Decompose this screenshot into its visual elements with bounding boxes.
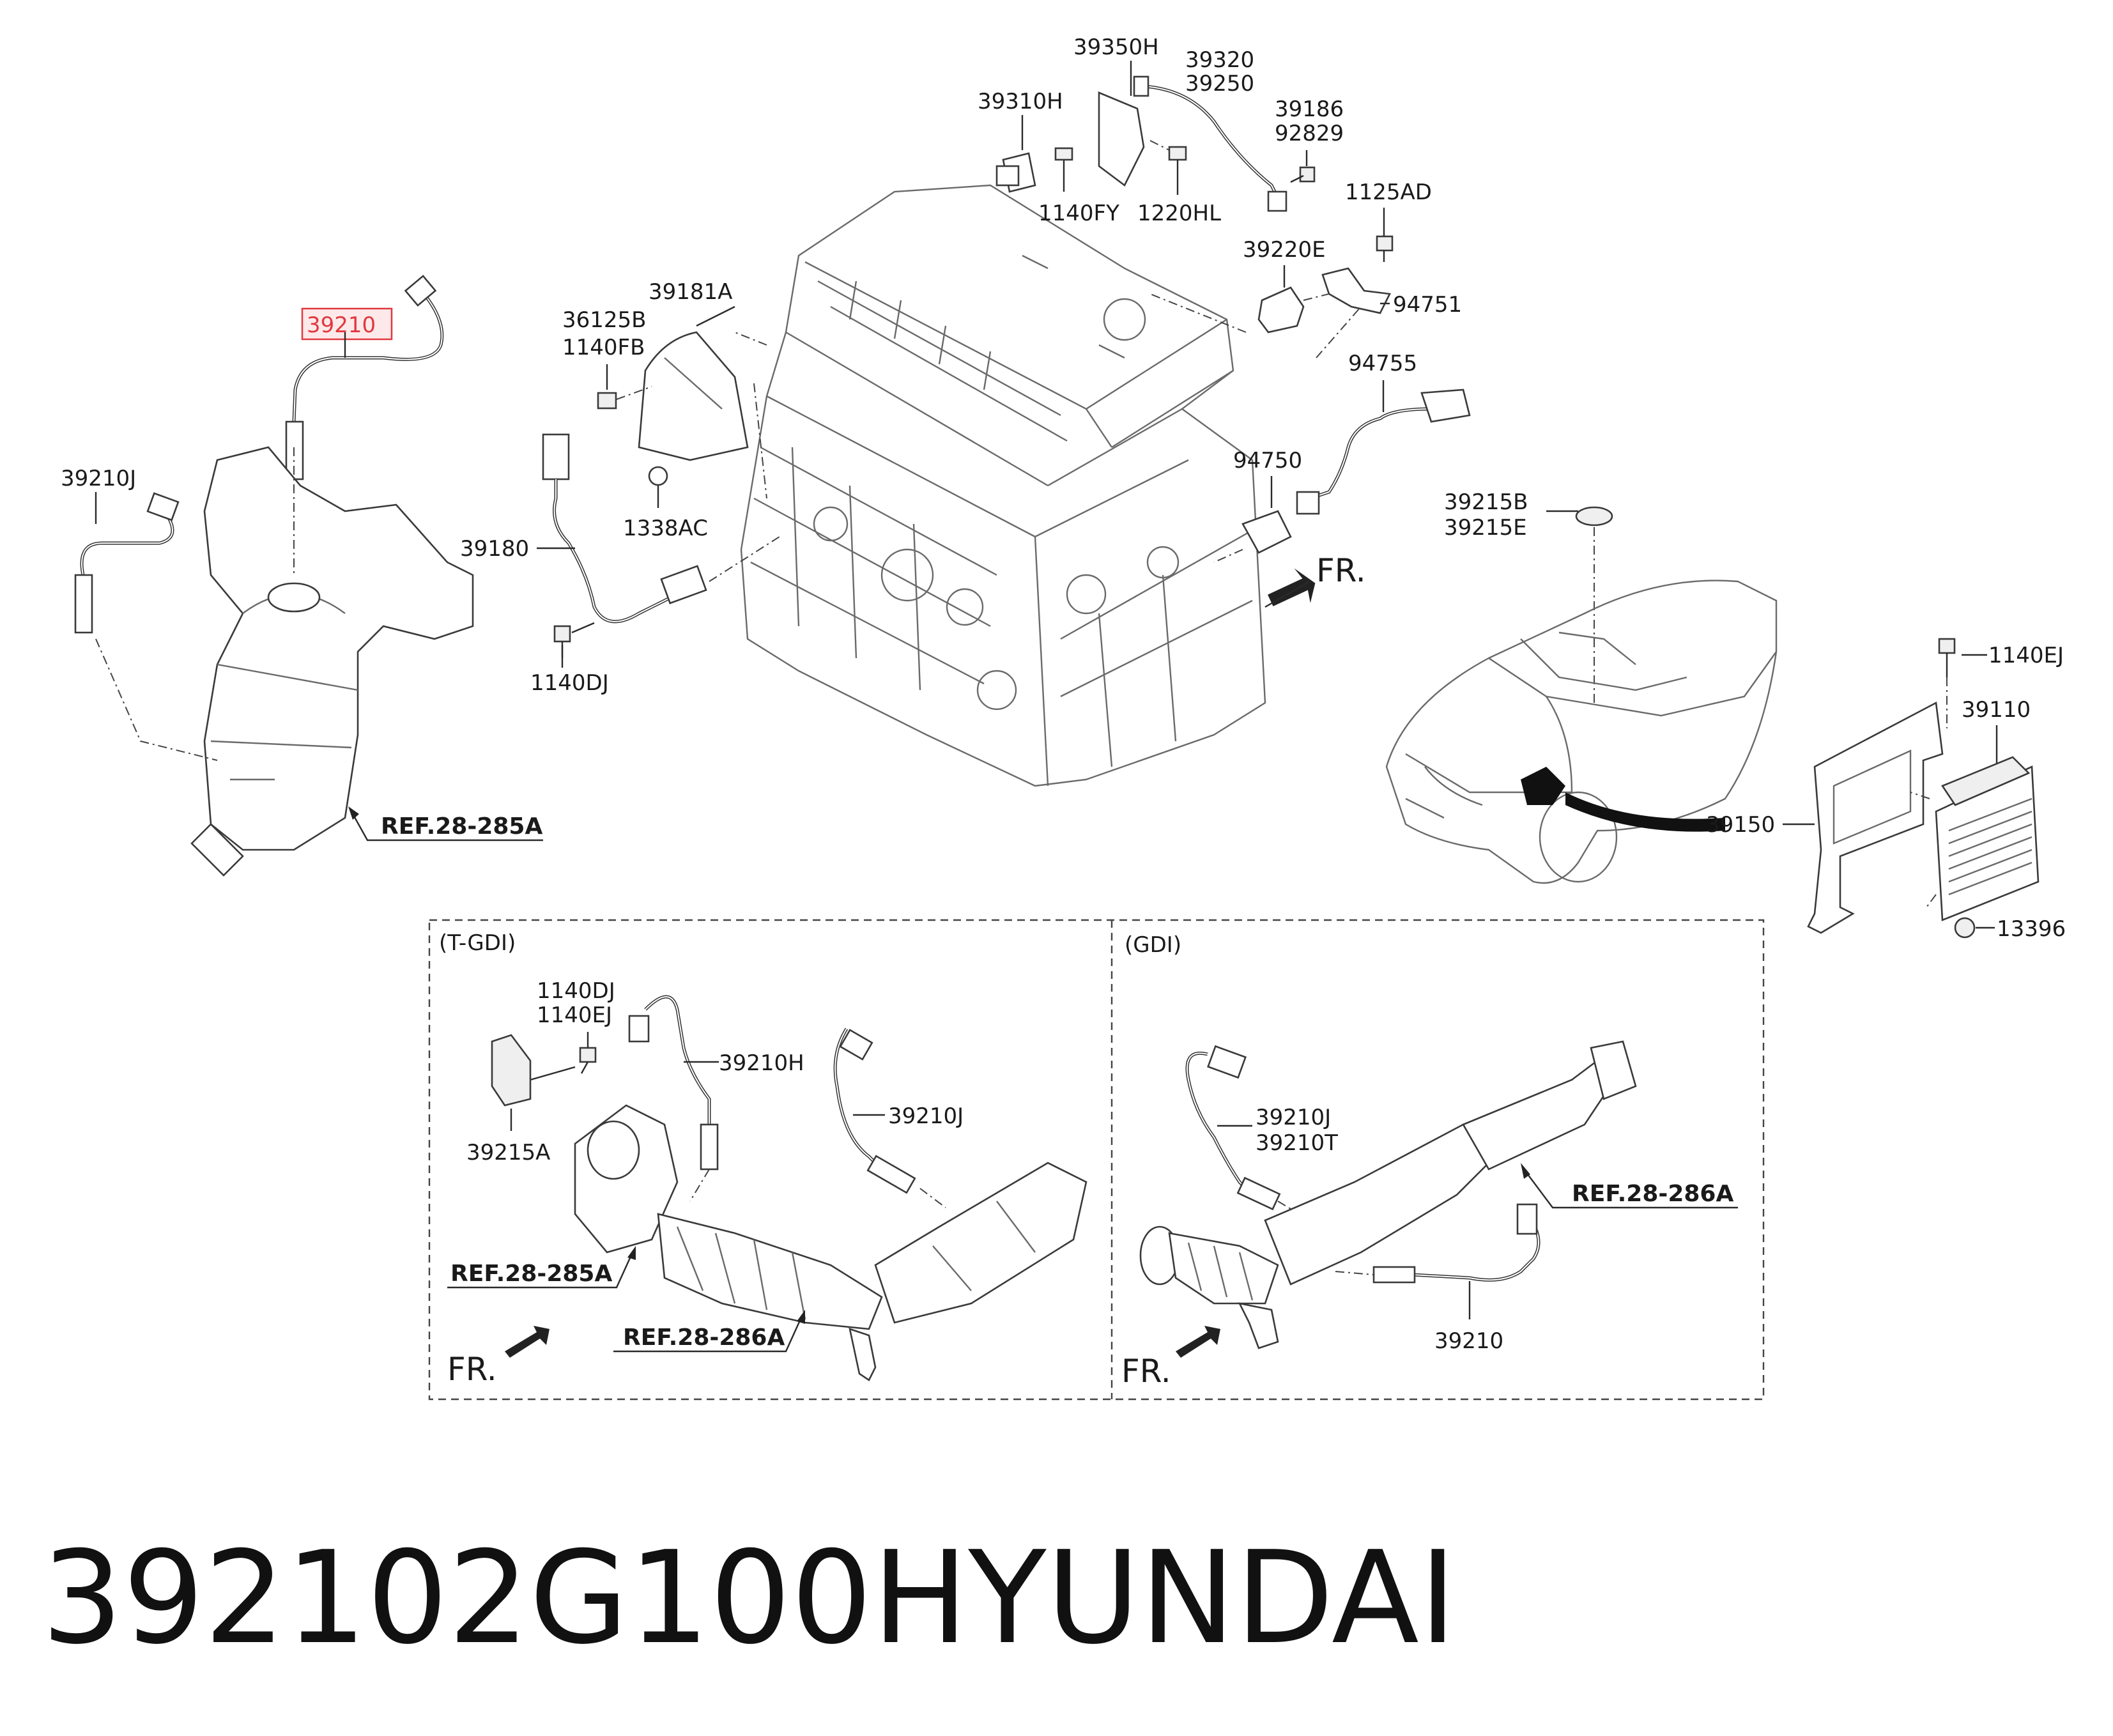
label-39210j: 39210J bbox=[888, 1103, 964, 1129]
gdi-fr: FR. bbox=[1121, 1326, 1220, 1390]
label-1140ej: 1140EJ bbox=[537, 1002, 612, 1028]
label-39215e: 39215E bbox=[1444, 515, 1527, 541]
fr-arrow-engine: FR. bbox=[1264, 552, 1366, 608]
fr-label: FR. bbox=[447, 1351, 497, 1388]
cover-39181a[interactable]: 39181A bbox=[638, 279, 749, 461]
label-1140ej: 1140EJ bbox=[1988, 643, 2064, 668]
tgdi-bracket-39215a[interactable]: 39215A bbox=[466, 1034, 550, 1165]
bolt-1140fy[interactable]: 1140FY bbox=[1038, 147, 1119, 226]
sensor-94750[interactable]: 94750 bbox=[1213, 448, 1302, 563]
oxygen-sensor-39210[interactable]: 39210 bbox=[285, 275, 444, 480]
oxygen-sensor-39210j[interactable]: 39210J bbox=[61, 466, 180, 634]
ref-text: REF.28-285A bbox=[450, 1261, 612, 1287]
part-number: 392102G100 bbox=[42, 1524, 872, 1673]
tgdi-exhaust-pipe bbox=[574, 1104, 1087, 1381]
label-39210: 39210 bbox=[307, 312, 376, 338]
sensor-39310h[interactable]: 39310H bbox=[978, 89, 1063, 193]
fr-label: FR. bbox=[1316, 552, 1366, 589]
bolt-1220hl[interactable]: 1220HL bbox=[1137, 140, 1221, 226]
label-92829: 92829 bbox=[1275, 121, 1344, 146]
label-39150: 39150 bbox=[1706, 812, 1775, 838]
label-39210j: 39210J bbox=[1256, 1105, 1331, 1130]
nut-1338ac[interactable]: 1338AC bbox=[623, 466, 708, 541]
brand-name: HYUNDAI bbox=[872, 1524, 1457, 1673]
label-1140dj: 1140DJ bbox=[530, 670, 609, 696]
label-94755: 94755 bbox=[1348, 351, 1417, 376]
tgdi-section: (T-GDI) 1140DJ 1140EJ 39215A 39210H bbox=[439, 930, 1087, 1388]
connector bbox=[404, 275, 437, 307]
label-1125ad: 1125AD bbox=[1345, 180, 1432, 205]
gdi-exhaust-pipe bbox=[1139, 1040, 1637, 1349]
label-39210t: 39210T bbox=[1256, 1130, 1338, 1156]
label-39210: 39210 bbox=[1434, 1328, 1503, 1354]
highlight-box bbox=[301, 307, 393, 341]
gdi-sensor-39210[interactable]: 39210 bbox=[1372, 1203, 1541, 1354]
tgdi-ref-286a[interactable]: REF.28-286A bbox=[613, 1310, 805, 1353]
option-frame bbox=[428, 919, 1765, 1401]
ref-text: REF.28-285A bbox=[381, 813, 542, 840]
bolt-36125b[interactable]: 36125B 1140FB bbox=[562, 307, 652, 410]
bracket-39350h[interactable]: 39350H bbox=[1073, 35, 1159, 187]
connector-94755[interactable]: 94755 bbox=[1296, 351, 1471, 515]
bolt-1140dj[interactable]: 1140DJ bbox=[530, 536, 780, 696]
bolt-39186[interactable]: 39186 92829 bbox=[1275, 96, 1344, 183]
vehicle-outline bbox=[1385, 580, 1778, 884]
label-39350h: 39350H bbox=[1073, 35, 1159, 60]
label-39310h: 39310H bbox=[978, 89, 1063, 114]
tgdi-sensor-39210h[interactable]: 39210H bbox=[628, 995, 804, 1202]
gdi-title: (GDI) bbox=[1125, 932, 1181, 958]
sensor-39320[interactable]: 39320 39250 bbox=[1133, 47, 1287, 212]
bolt-1125ad[interactable]: 1125AD bbox=[1345, 180, 1432, 262]
label-13396: 13396 bbox=[1997, 916, 2066, 942]
bracket-94751[interactable]: 94751 bbox=[1316, 267, 1462, 358]
label-39186: 39186 bbox=[1275, 96, 1344, 122]
tgdi-ref-285a[interactable]: REF.28-285A bbox=[447, 1246, 636, 1289]
label-39215a: 39215A bbox=[466, 1140, 550, 1165]
sensor-39220e[interactable]: 39220E bbox=[1149, 237, 1355, 334]
label-1338ac: 1338AC bbox=[623, 516, 708, 541]
sensor-39180[interactable]: 39180 bbox=[460, 433, 707, 624]
ref-285a-top[interactable]: REF.28-285A bbox=[348, 806, 543, 841]
label-1220hl: 1220HL bbox=[1137, 201, 1221, 226]
ref-text: REF.28-286A bbox=[623, 1325, 785, 1351]
label-36125b: 36125B bbox=[562, 307, 646, 333]
label-1140fy: 1140FY bbox=[1038, 201, 1119, 226]
exhaust-manifold bbox=[95, 332, 767, 877]
label-94750: 94750 bbox=[1233, 448, 1302, 473]
bolt-1140ej[interactable]: 1140EJ bbox=[1938, 638, 2064, 728]
tgdi-fr: FR. bbox=[447, 1326, 549, 1388]
sensor-body bbox=[74, 574, 93, 634]
connector bbox=[146, 492, 180, 521]
tgdi-sensor-39210j[interactable]: 39210J bbox=[833, 1027, 964, 1208]
footer-caption: 392102G100 HYUNDAI bbox=[42, 1524, 1457, 1673]
label-39320: 39320 bbox=[1185, 47, 1254, 73]
ecu-39110[interactable]: 39110 bbox=[1910, 697, 2040, 921]
gdi-section: (GDI) 39210J 39210T REF.28-286A bbox=[1121, 932, 1738, 1390]
grommet-39215b[interactable]: 39215B 39215E bbox=[1444, 489, 1613, 703]
label-39181a: 39181A bbox=[649, 279, 732, 305]
label-39250: 39250 bbox=[1185, 71, 1254, 96]
label-39220e: 39220E bbox=[1243, 237, 1326, 263]
label-1140dj: 1140DJ bbox=[537, 978, 615, 1004]
tgdi-title: (T-GDI) bbox=[439, 930, 516, 956]
tgdi-bolts[interactable]: 1140DJ 1140EJ bbox=[530, 978, 615, 1081]
label-39180: 39180 bbox=[460, 536, 529, 562]
label-39210j: 39210J bbox=[61, 466, 136, 491]
engine-block bbox=[740, 184, 1266, 787]
label-94751: 94751 bbox=[1393, 292, 1462, 318]
bracket-39150[interactable]: 39150 bbox=[1706, 701, 1944, 934]
label-39210h: 39210H bbox=[719, 1050, 804, 1076]
label-39110: 39110 bbox=[1962, 697, 2031, 723]
label-1140fb: 1140FB bbox=[562, 335, 645, 360]
ref-text: REF.28-286A bbox=[1572, 1181, 1733, 1207]
gdi-sensor-39210j[interactable]: 39210J 39210T bbox=[1185, 1045, 1338, 1221]
fr-label: FR. bbox=[1121, 1353, 1171, 1390]
nut-13396[interactable]: 13396 bbox=[1954, 916, 2066, 942]
gdi-ref-286a[interactable]: REF.28-286A bbox=[1521, 1163, 1738, 1209]
label-39215b: 39215B bbox=[1444, 489, 1528, 515]
